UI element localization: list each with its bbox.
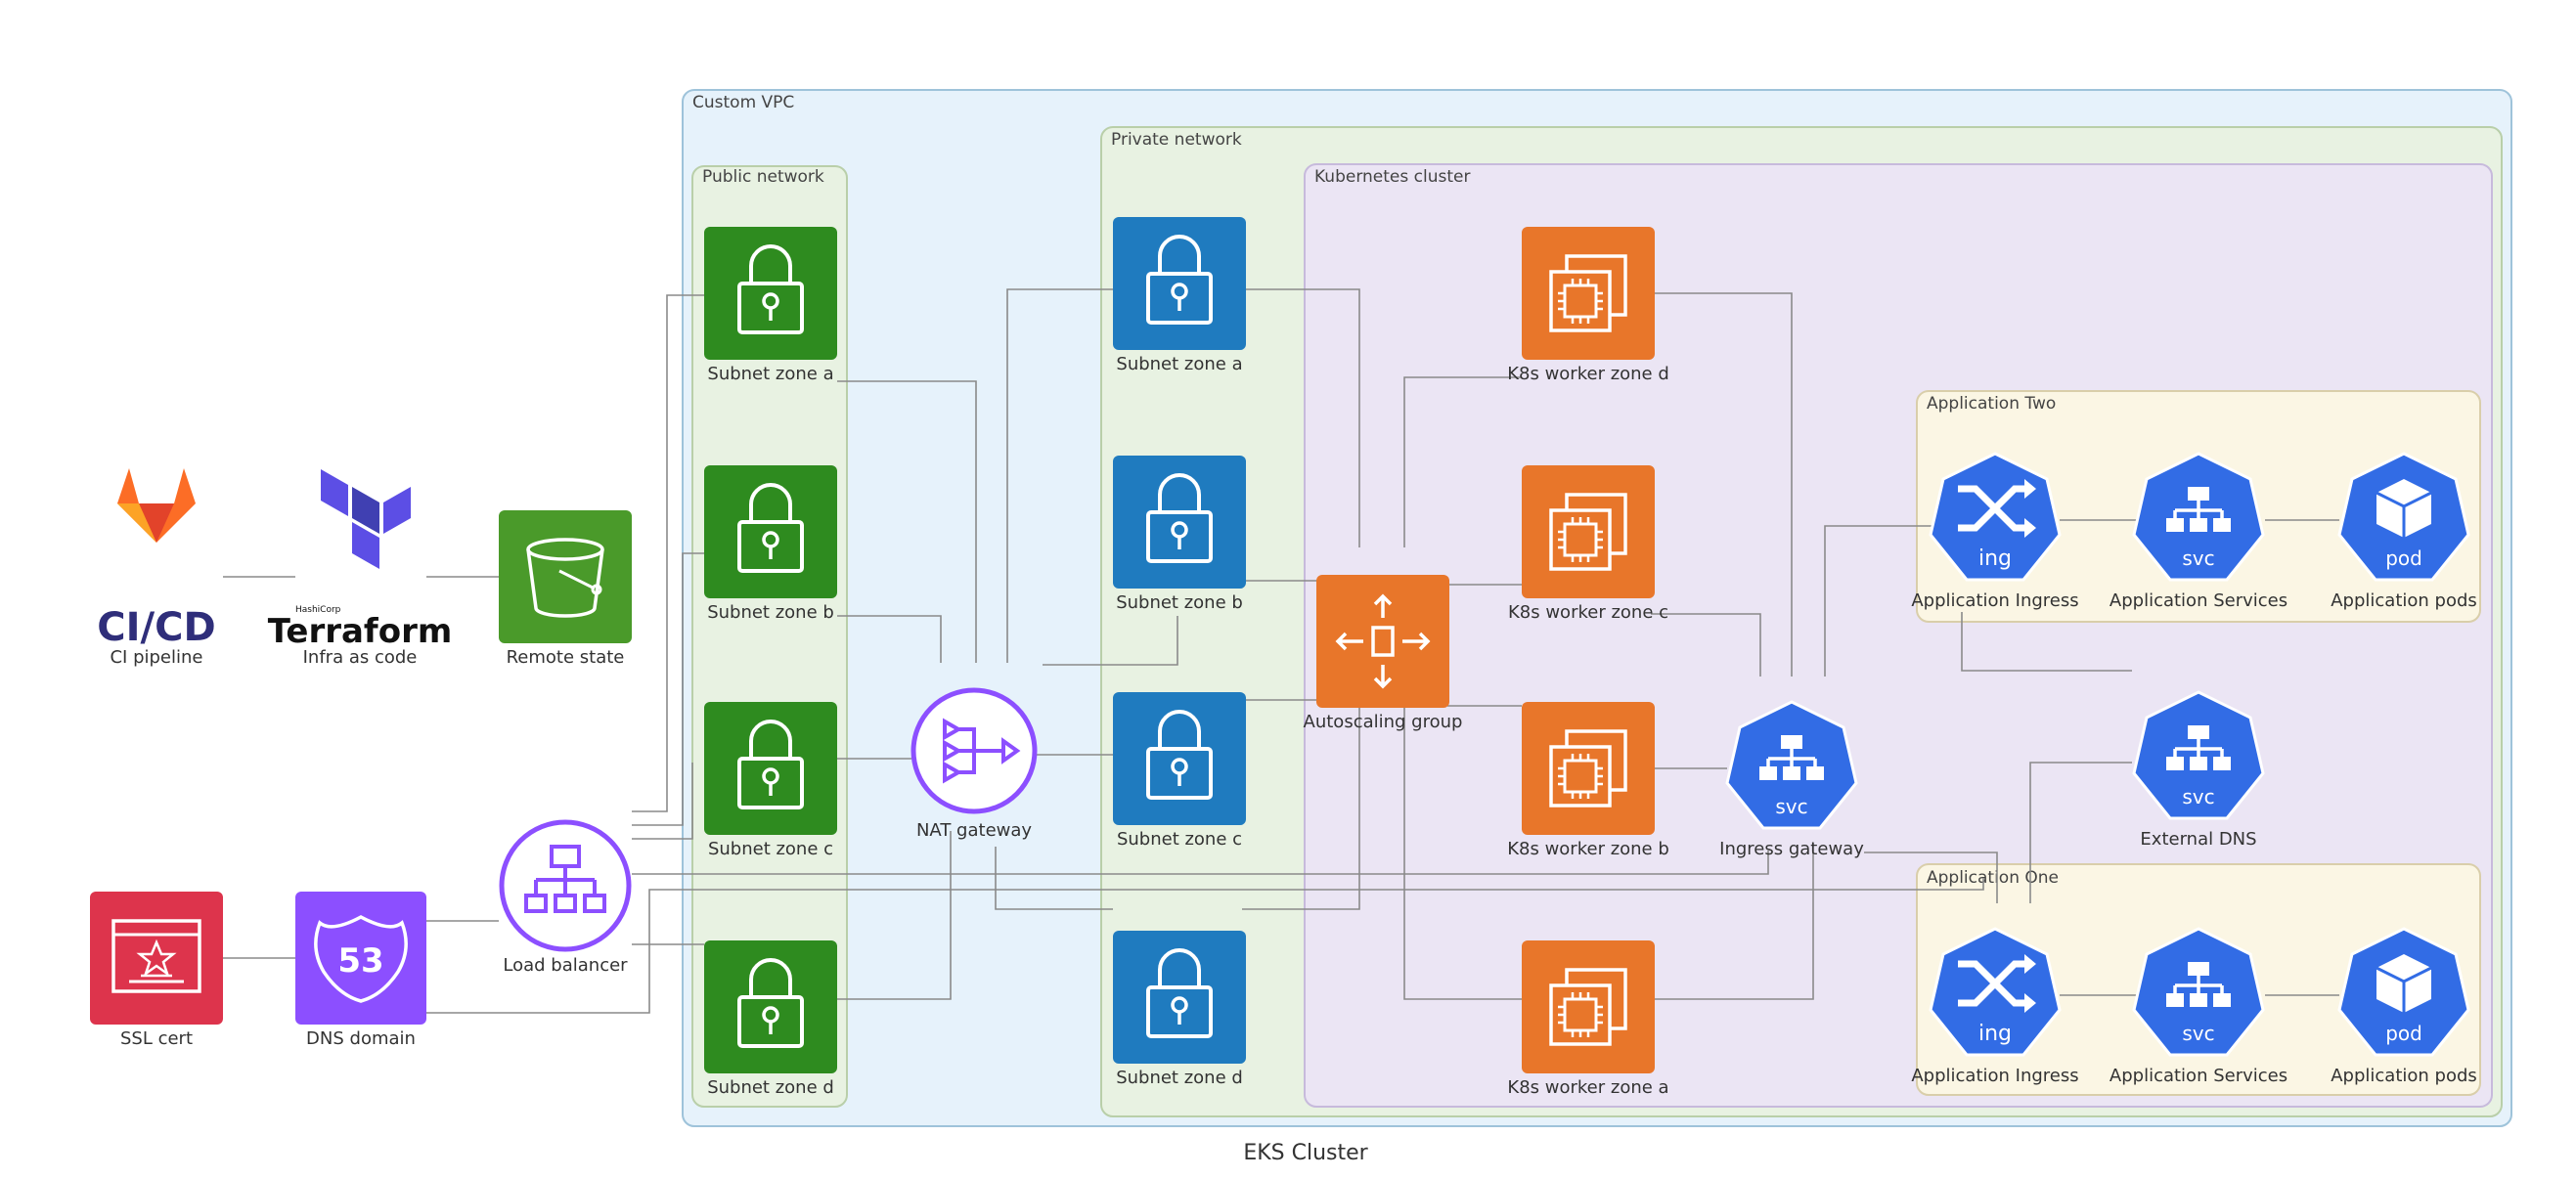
terraform-node[interactable]: HashiCorp Terraform Infra as code	[268, 469, 453, 668]
pod-badge: pod	[2385, 546, 2422, 570]
application-one-label: Application One	[1927, 868, 2059, 888]
vpc-label: Custom VPC	[692, 93, 794, 112]
app-one-services-node[interactable]: svc Application Services	[2110, 927, 2287, 1086]
terraform-icon	[321, 469, 411, 569]
private-subnet-zone-a[interactable]: Subnet zone a	[1113, 217, 1246, 374]
connectors	[223, 288, 2339, 1014]
k8s-worker-zone-c[interactable]: K8s worker zone c	[1508, 465, 1668, 623]
ci-pipeline-node[interactable]: CI/CD CI pipeline	[97, 468, 216, 668]
app-two-pods-node[interactable]: pod Application pods	[2331, 452, 2477, 611]
pod-badge: pod	[2385, 1022, 2422, 1045]
autoscaling-icon	[1335, 593, 1431, 689]
private-subnet-zone-b[interactable]: Subnet zone b	[1113, 456, 1246, 613]
infra-as-code-label: Infra as code	[303, 647, 418, 668]
application-pods-label: Application pods	[2331, 1066, 2477, 1086]
application-pods-label: Application pods	[2331, 590, 2477, 611]
subnet-label: Subnet zone c	[708, 839, 833, 859]
subnet-label: Subnet zone c	[1117, 829, 1242, 850]
public-subnet-zone-d[interactable]: Subnet zone d	[704, 940, 837, 1098]
dns-domain-label: DNS domain	[306, 1028, 416, 1049]
application-two-label: Application Two	[1927, 394, 2056, 414]
ssl-cert-tile	[90, 892, 223, 1025]
subnet-label: Subnet zone d	[707, 1077, 834, 1098]
ing-badge: ing	[1978, 1022, 2012, 1046]
k8s-worker-zone-d[interactable]: K8s worker zone d	[1507, 227, 1669, 384]
ci-pipeline-label: CI pipeline	[110, 647, 202, 668]
terraform-logo-text: Terraform	[268, 612, 453, 651]
diagram-title: EKS Cluster	[1243, 1141, 1368, 1165]
nat-gateway-node[interactable]: NAT gateway	[910, 687, 1038, 841]
app-one-pods-node[interactable]: pod Application pods	[2331, 927, 2477, 1086]
application-services-label: Application Services	[2110, 1066, 2287, 1086]
ci-cd-logo-text: CI/CD	[97, 605, 215, 650]
external-dns-label: External DNS	[2140, 829, 2256, 850]
application-ingress-label: Application Ingress	[1911, 590, 2078, 611]
app-one-ingress-node[interactable]: ing Application Ingress	[1911, 927, 2079, 1086]
load-balancer-node[interactable]: Load balancer	[499, 819, 632, 976]
worker-label: K8s worker zone c	[1508, 602, 1668, 623]
svc-badge: svc	[2182, 546, 2214, 570]
public-network-group: Public network	[691, 165, 848, 1108]
autoscaling-group-label: Autoscaling group	[1304, 712, 1463, 732]
ingress-gateway-label: Ingress gateway	[1719, 839, 1864, 859]
gitlab-icon	[117, 468, 196, 543]
external-dns-node[interactable]: svc External DNS	[2132, 690, 2265, 850]
load-balancer-icon	[524, 845, 606, 913]
ing-badge: ing	[1978, 546, 2012, 571]
bucket-icon	[526, 538, 604, 618]
application-services-label: Application Services	[2110, 590, 2287, 611]
k8s-worker-zone-b[interactable]: K8s worker zone b	[1507, 702, 1669, 859]
kubernetes-cluster-label: Kubernetes cluster	[1314, 167, 1470, 187]
public-subnet-zone-a[interactable]: Subnet zone a	[704, 227, 837, 384]
remote-state-node[interactable]: Remote state	[499, 510, 632, 668]
svc-badge: svc	[2182, 785, 2214, 808]
application-ingress-label: Application Ingress	[1911, 1066, 2078, 1086]
worker-label: K8s worker zone d	[1507, 364, 1669, 384]
subnet-label: Subnet zone a	[1116, 354, 1242, 374]
autoscaling-group-node[interactable]: Autoscaling group	[1304, 575, 1463, 732]
s3-bucket-tile	[499, 510, 632, 643]
subnet-label: Subnet zone b	[707, 602, 834, 623]
svc-badge: svc	[1775, 795, 1807, 818]
app-two-services-node[interactable]: svc Application Services	[2110, 452, 2287, 611]
load-balancer-label: Load balancer	[503, 955, 628, 976]
hashicorp-logo-text: HashiCorp	[295, 605, 341, 615]
private-subnet-zone-d[interactable]: Subnet zone d	[1113, 931, 1246, 1088]
nat-gateway-label: NAT gateway	[916, 820, 1032, 841]
ssl-cert-node[interactable]: SSL cert	[90, 892, 223, 1049]
subnet-label: Subnet zone b	[1116, 592, 1243, 613]
public-network-label: Public network	[702, 167, 824, 187]
subnet-label: Subnet zone d	[1116, 1068, 1243, 1088]
remote-state-label: Remote state	[507, 647, 625, 668]
nat-gateway-icon	[943, 718, 1021, 784]
app-two-ingress-node[interactable]: ing Application Ingress	[1911, 452, 2079, 611]
svc-badge: svc	[2182, 1022, 2214, 1045]
route53-number: 53	[337, 941, 383, 981]
dns-domain-node[interactable]: 53 DNS domain	[295, 892, 426, 1049]
private-network-label: Private network	[1111, 130, 1242, 150]
route53-shield-icon: 53	[314, 915, 408, 1003]
subnet-label: Subnet zone a	[707, 364, 833, 384]
ssl-cert-label: SSL cert	[120, 1028, 193, 1049]
private-subnet-zone-c[interactable]: Subnet zone c	[1113, 692, 1246, 850]
k8s-worker-zone-a[interactable]: K8s worker zone a	[1507, 940, 1669, 1098]
public-subnet-zone-b[interactable]: Subnet zone b	[704, 465, 837, 623]
worker-label: K8s worker zone a	[1507, 1077, 1668, 1098]
ingress-gateway-node[interactable]: svc Ingress gateway	[1719, 700, 1864, 859]
public-subnet-zone-c[interactable]: Subnet zone c	[704, 702, 837, 859]
worker-label: K8s worker zone b	[1507, 839, 1669, 859]
certificate-icon	[111, 919, 201, 993]
